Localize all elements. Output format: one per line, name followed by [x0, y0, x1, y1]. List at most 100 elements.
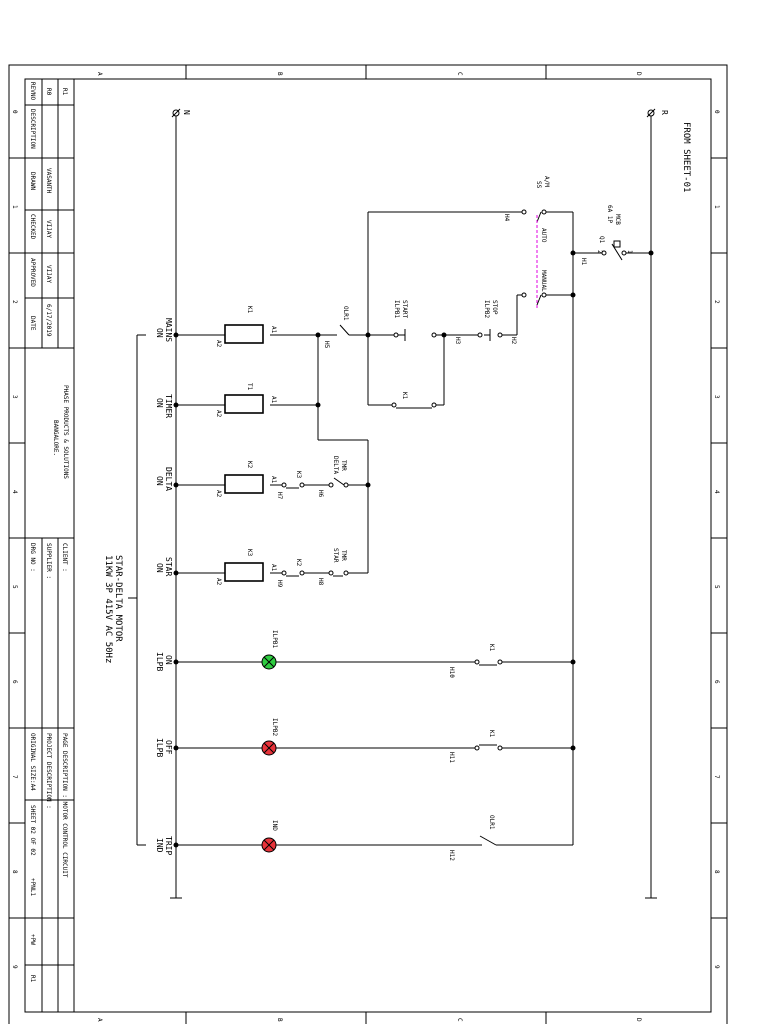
k1-holding-label: K1	[401, 392, 408, 400]
am-label2: SS	[535, 181, 542, 189]
tb-drawn-value: VASANTH	[45, 168, 52, 194]
wire-h7: H7	[276, 492, 283, 500]
lamp-label-ilpb1: ILPB1	[271, 630, 278, 648]
rung-labels: MAINS ON TIMER ON DELTA ON STAR ON ON IL…	[155, 318, 173, 855]
junction-n-on	[173, 659, 179, 665]
col-1-right: 1	[713, 205, 720, 209]
col-0-right: 0	[713, 110, 720, 114]
wire-h6: H6	[317, 490, 324, 498]
junction-start	[365, 332, 371, 338]
t1-coil-label: T1	[246, 383, 253, 391]
tb-drawn-label: DRAWN	[29, 172, 36, 190]
rung-label-off-1: OFF	[164, 740, 173, 755]
tb-project-description: PROJECT DESCRIPTION :	[45, 733, 52, 809]
tb-r0: R0	[45, 88, 52, 96]
k3-a1: A1	[270, 564, 277, 572]
rung-label-star-2: ON	[155, 563, 164, 573]
wire-h2: H2	[510, 337, 517, 345]
k3-a2: A2	[215, 578, 222, 586]
t1-a1: A1	[270, 396, 277, 404]
mcb-t1: 1	[626, 250, 633, 254]
tb-checked-value: VIJAY	[45, 220, 52, 238]
outer-frame	[8, 64, 728, 1024]
mcb-t2: 2	[596, 250, 603, 254]
col-5-right: 5	[713, 585, 720, 589]
junction-delta	[365, 482, 371, 488]
junction-h1	[570, 250, 576, 256]
k2-a1: A1	[270, 476, 277, 484]
rung-label-timer-1: TIMER	[164, 394, 173, 418]
frame-row-d-bottom: D	[635, 1018, 642, 1022]
rung-on-ilpb	[176, 659, 573, 666]
col-2-left: 2	[11, 300, 18, 304]
rung-off-ilpb	[176, 574, 574, 845]
tb-supplier: SUPPLIER :	[45, 543, 52, 579]
col-9-left: 9	[11, 965, 18, 969]
tb-sheet: SHEET 02 OF 02	[29, 805, 36, 856]
am-selector-switch	[368, 209, 573, 335]
wire-h9: H9	[276, 580, 283, 588]
rail-n	[170, 108, 182, 899]
wire-h12: H12	[448, 850, 455, 861]
stop-label1: STOP	[491, 300, 498, 315]
rung-trip-ind	[176, 835, 573, 846]
tb-checked-label: CHECKED	[29, 214, 36, 240]
tb-company-line2: BANGALORE.	[52, 420, 59, 456]
k1-coil-label: K1	[246, 306, 253, 314]
tb-r1: R1	[61, 88, 68, 96]
k1-holding-contact	[368, 402, 444, 409]
wire-h11: H11	[448, 752, 455, 763]
col-4-right: 4	[713, 490, 720, 494]
k1-on-contact-label: K1	[488, 644, 495, 652]
junction-timer	[315, 402, 321, 408]
rung-label-delta-1: DELTA	[164, 467, 173, 491]
k2-coil-label: K2	[246, 461, 253, 469]
motor-label-line2: 11KW 3P 415V AC 50Hz	[103, 555, 113, 663]
tb-original-size: ORIGINAL SIZE:A4	[29, 733, 36, 791]
motor-bracket	[128, 334, 146, 846]
tb-pw: +PW	[29, 934, 36, 945]
col-7-left: 7	[11, 775, 18, 779]
junction-n-timer	[173, 402, 179, 408]
col-2-right: 2	[713, 300, 720, 304]
frame-col-numbers: 0 1 2 3 4 5 6 7 8 9 0 1 2 3 4 5 6 7 8 9	[11, 110, 720, 969]
col-6-left: 6	[11, 680, 18, 684]
col-5-left: 5	[11, 585, 18, 589]
olr1-trip-contact-label: OLR1	[488, 815, 495, 830]
frame-ticks	[9, 65, 727, 1024]
tb-revno: REVNO	[29, 82, 36, 100]
junction-r-mcb	[648, 250, 654, 256]
frame-row-a-top: A	[96, 72, 103, 76]
t1-a2: A2	[215, 410, 222, 418]
rung-label-off-2: ILPB	[155, 738, 164, 757]
col-6-right: 6	[713, 680, 720, 684]
tb-date-label: DATE	[29, 316, 36, 331]
tb-pnl: +PNL1	[29, 878, 36, 896]
rung-star	[176, 562, 368, 582]
tb-company-line1: PHASE PRODUCTS & SOLUTIONS	[62, 385, 69, 479]
k2-a2: A2	[215, 490, 222, 498]
rung-label-mains-1: MAINS	[164, 318, 173, 342]
tb-date-value: 6/17/2019	[45, 304, 52, 337]
rung-timer	[176, 394, 318, 414]
wire-h3: H3	[454, 337, 461, 345]
mcb-label3: Q1	[598, 236, 605, 244]
tb-page-description: PAGE DESCRIPTION : MOTOR CONTROL CIRCUIT	[61, 733, 68, 878]
col-3-right: 3	[713, 395, 720, 399]
col-8-left: 8	[11, 870, 18, 874]
frame-row-d-top: D	[635, 72, 642, 76]
tmr-star-label2: STAR	[332, 548, 339, 563]
start-label1: START	[401, 300, 408, 318]
rung-mains	[176, 324, 517, 440]
from-sheet-label: FROM SHEET-01	[681, 122, 691, 192]
frame-row-c-bottom: C	[456, 1018, 463, 1022]
frame-row-c-top: C	[456, 72, 463, 76]
frame-row-b-bottom: B	[276, 1018, 283, 1022]
mcb-q1	[572, 212, 651, 662]
tmr-delta-label2: DELTA	[332, 456, 339, 474]
k1-a1: A1	[270, 326, 277, 334]
tb-drg-no: DRG NO :	[29, 543, 36, 572]
wire-h5: H5	[323, 341, 330, 349]
col-4-left: 4	[11, 490, 18, 494]
rung-label-delta-2: ON	[155, 476, 164, 486]
